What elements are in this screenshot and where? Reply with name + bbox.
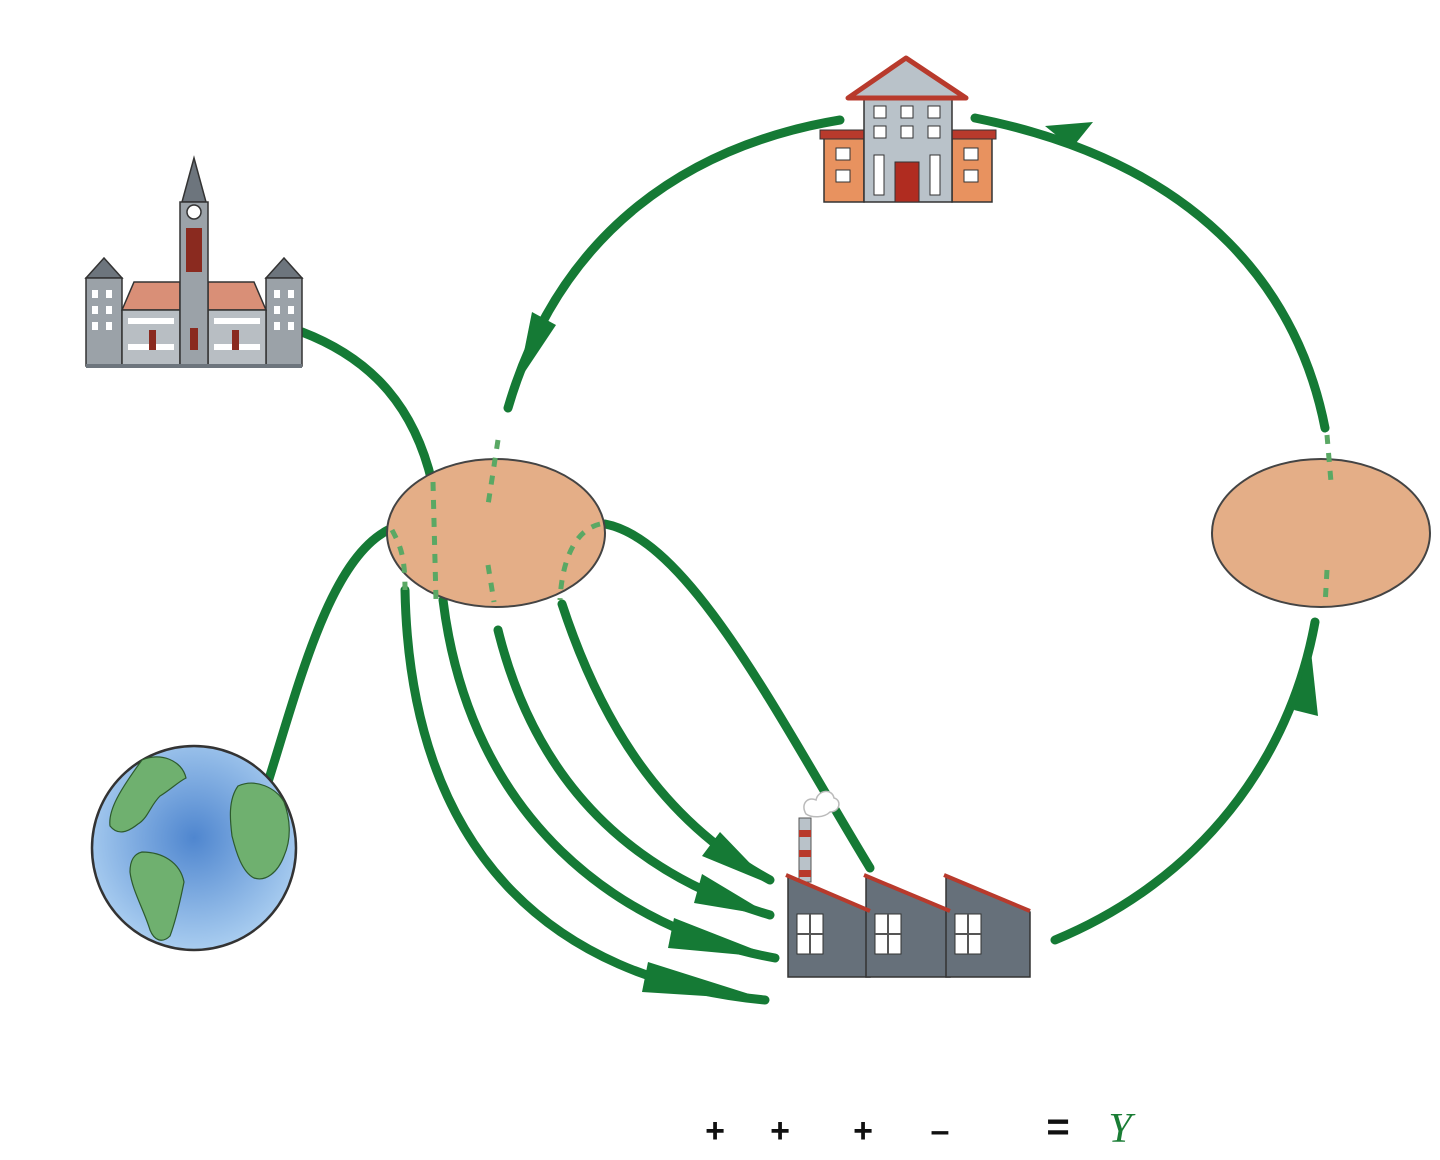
factory-icon bbox=[785, 790, 1031, 978]
arrowhead bbox=[702, 832, 770, 884]
flow-market-to-firms-top bbox=[600, 519, 875, 873]
arrowhead bbox=[518, 312, 556, 382]
equation-operator: – bbox=[931, 1112, 950, 1150]
arrowhead bbox=[668, 918, 776, 958]
equation-equals: = bbox=[1046, 1105, 1069, 1149]
equation-operator: + bbox=[705, 1112, 725, 1150]
arrowhead bbox=[1045, 122, 1093, 148]
flow-market-to-households bbox=[970, 113, 1330, 433]
government-building-icon bbox=[84, 155, 304, 368]
flow-market-to-firms-2 bbox=[493, 625, 775, 920]
left-market-node bbox=[386, 439, 606, 608]
flow-households-to-market bbox=[503, 115, 845, 413]
equation: + + + – = Y bbox=[705, 1105, 1136, 1152]
flow-government-to-market bbox=[297, 327, 437, 487]
equation-operator: + bbox=[770, 1112, 790, 1150]
flow-world-to-market bbox=[263, 525, 393, 787]
equation-operator: + bbox=[853, 1112, 873, 1150]
arrowhead bbox=[642, 962, 768, 1000]
right-market-node bbox=[1211, 434, 1431, 608]
arrowhead bbox=[1294, 642, 1318, 716]
globe-icon bbox=[90, 744, 298, 952]
house-icon bbox=[819, 55, 997, 203]
flow-firms-to-market bbox=[1050, 617, 1320, 945]
arrowhead bbox=[694, 874, 772, 916]
equation-result: Y bbox=[1108, 1106, 1136, 1152]
